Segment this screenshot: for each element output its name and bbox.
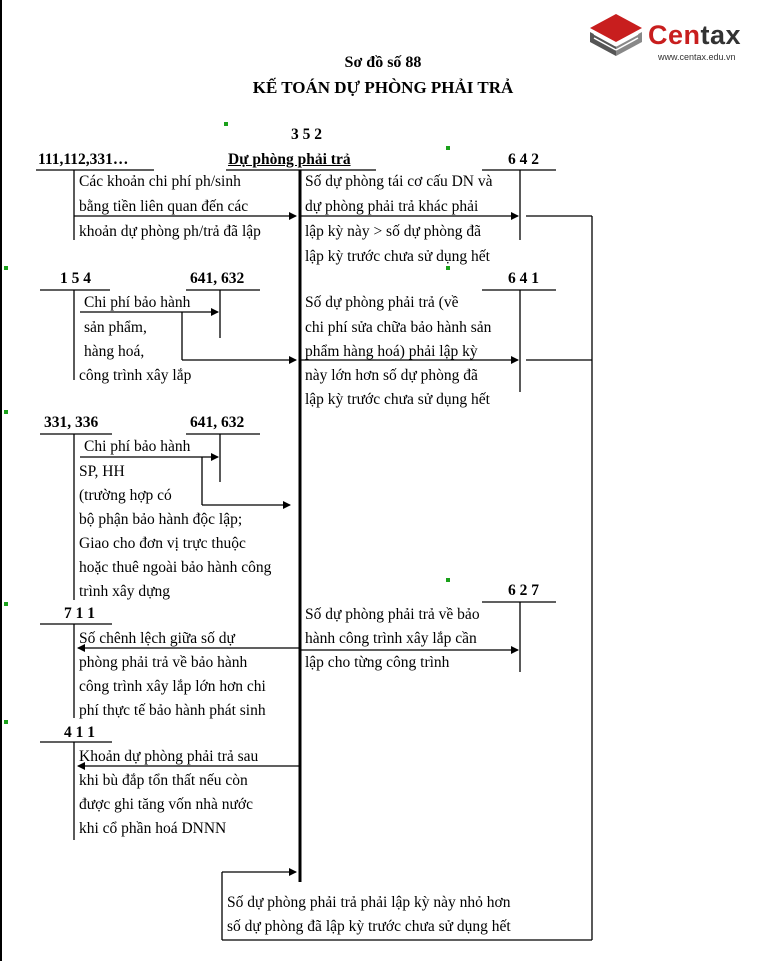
logo-wordmark-tail: tax [700,20,742,50]
note-independent-line-1: Chi phí bảo hành [84,438,191,455]
account-627-label: 6 2 7 [508,582,539,599]
note-restructure-line-4: lập kỳ trước chưa sử dụng hết [305,248,490,265]
note-repair-line-2: chi phí sửa chữa bảo hành sản [305,319,492,336]
note-costs-line-3: khoản dự phòng ph/trả đã lập [79,223,261,240]
account-352-name: Dự phòng phải trả [228,151,351,168]
account-641-632-first-label: 641, 632 [190,270,245,287]
note-construction-line-3: lập cho từng công trình [305,654,450,671]
account-352-code: 3 5 2 [291,126,322,143]
note-capital-line-4: khi cổ phần hoá DNNN [79,820,227,837]
note-warranty-line-1: Chi phí bảo hành [84,294,191,311]
note-repair-line-5: lập kỳ trước chưa sử dụng hết [305,391,490,408]
note-repair-line-3: phẩm hàng hoá) phải lập kỳ [305,343,478,360]
green-mark [446,578,450,582]
note-independent-line-5: Giao cho đơn vị trực thuộc [79,535,246,552]
note-independent-line-4: bộ phận bảo hành độc lập; [79,511,243,528]
green-mark [224,122,228,126]
note-reversal-line-2: số dự phòng đã lập kỳ trước chưa sử dụng… [227,918,511,935]
logo-url: www.centax.edu.vn [658,52,736,62]
note-warranty-line-4: công trình xây lắp [79,367,192,384]
green-mark [4,602,8,606]
logo-wordmark: Centax [648,20,741,51]
diagram-title: KẾ TOÁN DỰ PHÒNG PHẢI TRẢ [252,78,514,97]
account-711-label: 7 1 1 [64,605,95,622]
green-mark [4,266,8,270]
note-difference-line-1: Số chênh lệch giữa số dự [79,630,235,647]
note-repair-line-4: này lớn hơn số dự phòng đã [305,367,478,384]
note-capital-line-2: khi bù đắp tổn thất nếu còn [79,772,248,789]
note-independent-line-3: (trường hợp có [79,487,172,504]
diagram-subtitle: Sơ đồ số 88 [344,54,422,71]
account-331-336-label: 331, 336 [44,414,99,431]
note-independent-line-6: hoặc thuê ngoài bảo hành công [79,559,272,576]
account-111-label: 111,112,331… [38,151,129,168]
green-mark [4,410,8,414]
green-mark [446,146,450,150]
note-construction-line-2: hành công trình xây lắp cần [305,630,477,647]
note-construction-line-1: Số dự phòng phải trả về bảo [305,606,480,623]
green-mark [4,720,8,724]
account-641-632-second-label: 641, 632 [190,414,245,431]
note-costs-line-2: bằng tiền liên quan đến các [79,198,249,215]
note-repair-line-1: Số dự phòng phải trả (về [305,294,459,311]
note-difference-line-2: phòng phải trả về bảo hành [79,654,248,671]
page-left-border [0,0,2,961]
account-642-label: 6 4 2 [508,151,539,168]
centax-logo-icon [590,14,642,56]
note-costs-line-1: Các khoản chi phí ph/sinh [79,173,241,190]
note-capital-line-1: Khoản dự phòng phải trả sau [79,748,259,765]
note-restructure-line-1: Số dự phòng tái cơ cấu DN và [305,173,493,190]
account-641-label: 6 4 1 [508,270,539,287]
note-reversal-line-1: Số dự phòng phải trả phải lập kỳ này nhỏ… [227,894,511,911]
note-difference-line-4: phí thực tế bảo hành phát sinh [79,702,266,719]
note-capital-line-3: được ghi tăng vốn nhà nước [79,796,253,813]
note-restructure-line-3: lập kỳ này > số dự phòng đã [305,223,481,240]
note-independent-line-7: trình xây dựng [79,583,171,600]
note-independent-line-2: SP, HH [79,463,125,480]
logo-wordmark-red: Cen [648,20,701,50]
note-difference-line-3: công trình xây lắp lớn hơn chi [79,678,266,695]
note-warranty-line-2: sản phẩm, [84,319,147,336]
note-restructure-line-2: dự phòng phải trả khác phải [305,198,479,215]
green-mark [446,266,450,270]
centax-logo: Centax www.centax.edu.vn [586,10,762,70]
note-warranty-line-3: hàng hoá, [84,343,145,360]
account-411-label: 4 1 1 [64,724,95,741]
account-154-label: 1 5 4 [60,270,91,287]
